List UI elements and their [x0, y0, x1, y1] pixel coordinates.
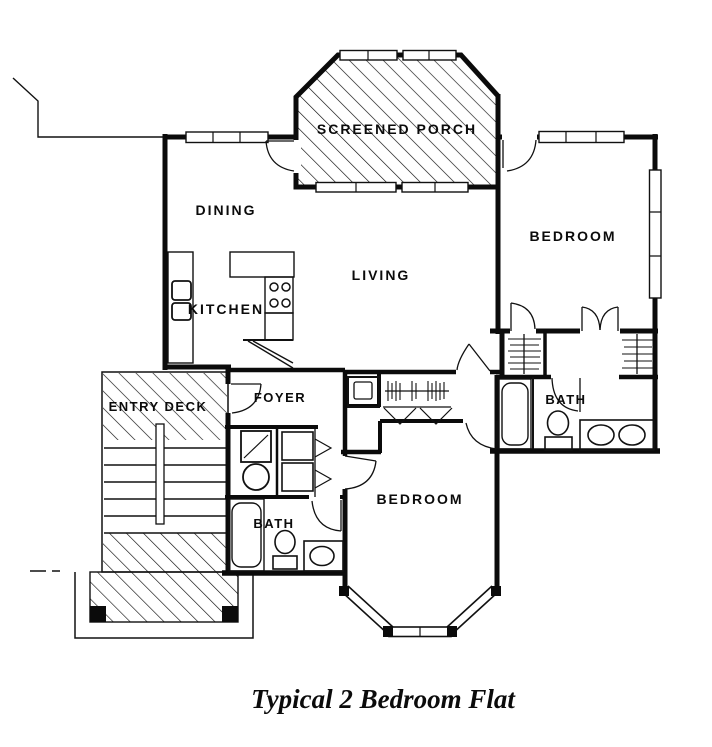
bedroom-top-window	[538, 130, 625, 144]
bay-left-band	[342, 586, 394, 634]
double-doors-bedroom-upper	[581, 306, 619, 331]
closet-upper-b	[622, 334, 653, 374]
door-bath-upper	[551, 377, 581, 412]
label-bedroom-upper: BEDROOM	[529, 228, 616, 244]
door-dining-porch	[265, 140, 295, 172]
foyer-shelves	[281, 431, 333, 492]
kitchen-stove	[264, 276, 294, 314]
deck-post-left	[90, 606, 106, 622]
closet-upper-a	[508, 334, 541, 374]
wall-windows	[185, 130, 662, 299]
label-dining: DINING	[196, 202, 257, 218]
kitchen-pantry-corner	[243, 339, 294, 369]
door-living-hall	[456, 343, 491, 372]
tub-lower	[228, 498, 265, 572]
label-screened-porch: SCREENED PORCH	[317, 121, 477, 137]
bay-post-1	[339, 586, 349, 596]
label-bath-lower: BATH	[253, 516, 294, 531]
deck-post-right	[222, 606, 238, 622]
bay-right-band	[446, 586, 498, 634]
lower-deck-outline	[74, 572, 254, 639]
stair-stringer	[155, 423, 165, 525]
bedroom-door-gap	[502, 131, 537, 143]
kitchen-counter-left	[167, 251, 194, 364]
washer-dryer	[240, 430, 272, 491]
entry-deck-hatch-lower	[103, 533, 227, 572]
screened-porch	[291, 49, 501, 193]
label-entry-deck: ENTRY DECK	[109, 399, 208, 414]
water-heater	[347, 376, 380, 408]
closets	[240, 334, 653, 492]
entry-deck	[74, 371, 254, 639]
kitchen-fixtures	[167, 251, 295, 369]
kitchen-sink-bowl-2	[171, 302, 192, 321]
bay-post-4	[491, 586, 501, 596]
kitchen-counter-right-lower	[264, 312, 294, 341]
bay-window	[339, 585, 501, 638]
laundry-closet	[383, 381, 453, 425]
kitchen-sink-bowl-1	[171, 280, 192, 301]
bath-upper-fixtures	[498, 377, 655, 451]
label-foyer: FOYER	[254, 390, 306, 405]
door-bedroom-upper-closet	[510, 302, 536, 331]
porch-top-windows	[339, 49, 457, 61]
door-porch-bedroom	[502, 139, 537, 172]
doors	[231, 139, 619, 532]
shelf-door-marks	[314, 438, 333, 489]
bifold-door-marks	[383, 407, 453, 425]
door-entry	[231, 383, 262, 414]
vanity-lower	[303, 540, 344, 572]
label-bedroom-lower: BEDROOM	[376, 491, 463, 507]
bay-post-3	[447, 626, 457, 637]
porch-door-gap	[291, 140, 301, 173]
dryer	[242, 463, 270, 491]
entry-deck-hatch-upper	[103, 373, 227, 440]
bath-lower-fixtures	[228, 498, 344, 572]
door-bedroom-lower	[344, 455, 377, 490]
vanity-upper	[579, 419, 655, 451]
toilet-upper	[544, 410, 573, 451]
washer	[240, 430, 272, 463]
label-bath-upper: BATH	[545, 392, 586, 407]
door-hall-bedroom-lower	[465, 421, 498, 450]
dining-window	[185, 131, 269, 144]
lower-deck-hatch	[89, 571, 239, 623]
label-kitchen: KITCHEN	[188, 301, 264, 317]
porch-bottom-windows	[315, 181, 469, 193]
figure-caption: Typical 2 Bedroom Flat	[251, 684, 516, 714]
stairs	[104, 423, 227, 534]
bay-post-2	[383, 626, 393, 637]
adjacent-unit-lines	[12, 77, 163, 572]
room-labels: SCREENED PORCH DINING LIVING KITCHEN BED…	[109, 121, 616, 531]
bedroom-east-window	[648, 169, 662, 299]
stove-burners	[269, 282, 291, 308]
toilet-lower	[272, 529, 298, 570]
label-living: LIVING	[352, 267, 411, 283]
kitchen-counter-top	[229, 251, 295, 278]
tub-upper	[498, 378, 532, 450]
door-bath-lower	[311, 500, 342, 532]
